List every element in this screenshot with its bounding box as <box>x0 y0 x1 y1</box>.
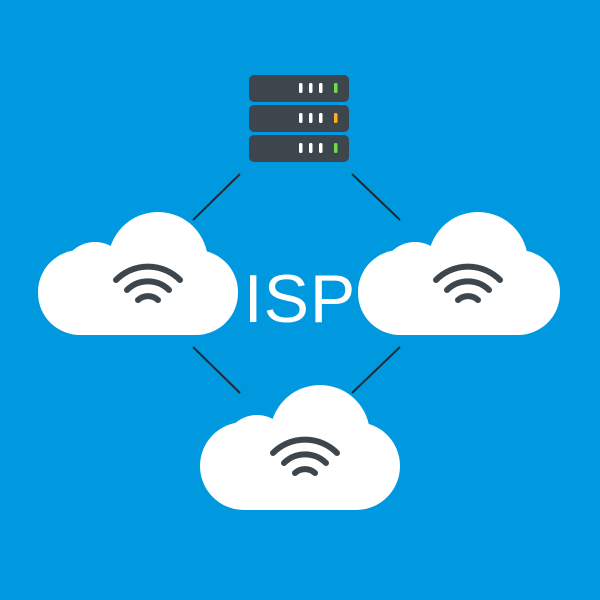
server-leds-top <box>299 83 338 93</box>
cloud-bottom <box>200 385 400 510</box>
cloud-icon <box>200 385 400 510</box>
cloud-right <box>358 212 560 335</box>
cloud-icon <box>358 212 560 335</box>
cloud-icon <box>38 212 238 335</box>
link-server-cloud-right <box>351 173 401 221</box>
isp-label: ISP <box>244 261 357 337</box>
server-leds-middle <box>299 113 338 123</box>
cloud-left <box>38 212 238 335</box>
link-cloud-left-cloud-bottom <box>192 346 241 394</box>
link-server-cloud-left <box>192 173 241 221</box>
server-leds-bottom <box>299 143 338 153</box>
link-cloud-right-cloud-bottom <box>351 346 401 394</box>
server-rack-icon <box>249 75 349 162</box>
